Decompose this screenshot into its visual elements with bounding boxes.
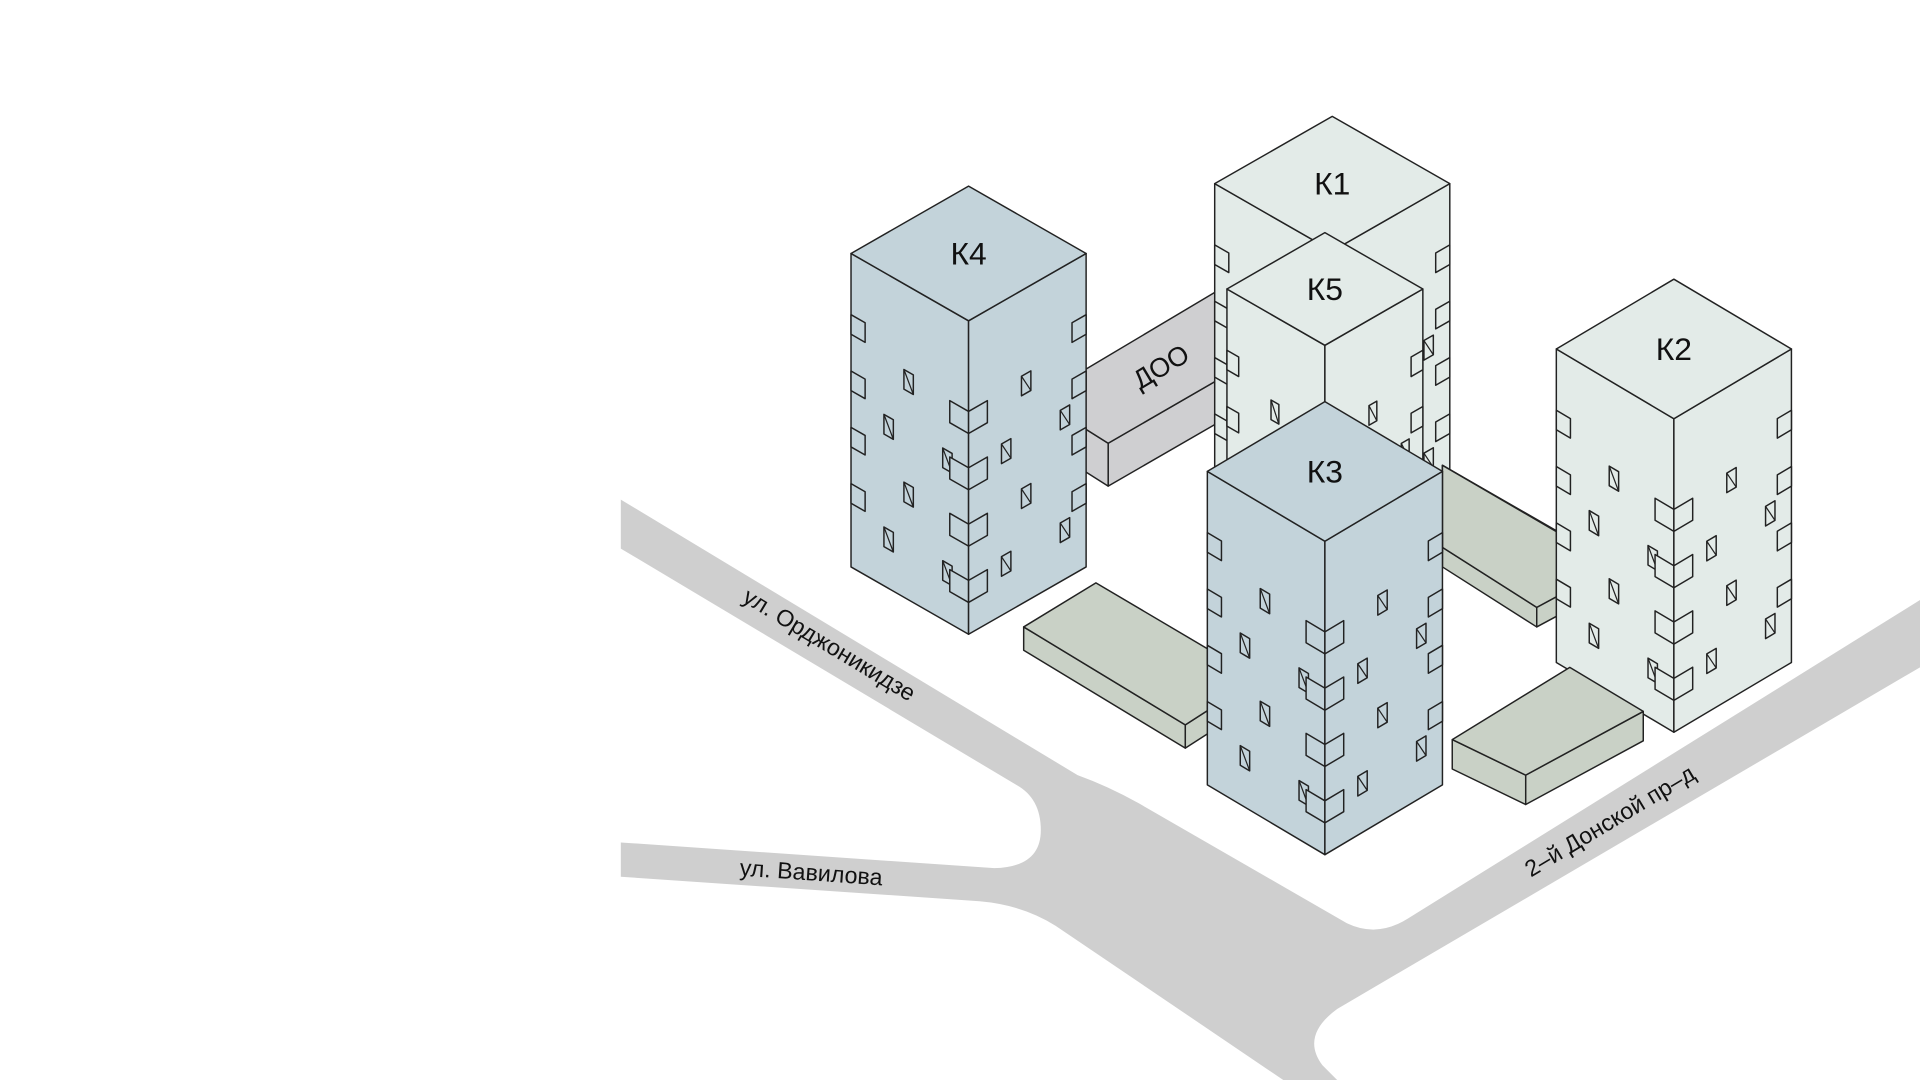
balcony-notch [1427, 700, 1444, 731]
balcony-notch [1555, 409, 1572, 439]
window-diagonal [1259, 700, 1271, 727]
balcony-notch [1555, 578, 1572, 608]
balcony-notch [1555, 465, 1572, 496]
balcony-notch [1226, 405, 1240, 434]
window-diagonal [1765, 618, 1776, 634]
loggia [967, 568, 989, 604]
loggia [967, 456, 989, 491]
building-roof [1206, 400, 1444, 542]
building-label-k2: К2 [1656, 331, 1692, 367]
window-diagonal [1020, 375, 1032, 391]
window-diagonal [903, 369, 914, 395]
loggia [1324, 676, 1345, 711]
balcony-notch [1206, 644, 1223, 675]
pad-top-face [1441, 464, 1570, 609]
window-diagonal [1423, 340, 1434, 356]
window-diagonal [1357, 663, 1368, 679]
balcony-notch [1410, 405, 1424, 434]
window-diagonal [1377, 595, 1388, 610]
balcony-notch [1071, 426, 1087, 456]
balcony-notch [1776, 522, 1793, 552]
building-roof [1555, 278, 1793, 420]
balcony-notch [1206, 531, 1223, 562]
window-diagonal [1357, 776, 1368, 791]
balcony-notch [1434, 244, 1451, 274]
window-diagonal [883, 414, 894, 440]
balcony-notch [1434, 300, 1451, 330]
window-diagonal [1368, 405, 1378, 422]
balcony-notch [1776, 409, 1793, 439]
loggia [967, 512, 989, 547]
balcony-notch [1206, 588, 1223, 618]
balcony-notch [850, 313, 866, 344]
balcony-notch [1776, 465, 1793, 496]
balcony-notch [1206, 700, 1223, 731]
building-roof [1226, 231, 1424, 347]
window-diagonal [1000, 556, 1012, 572]
window-diagonal [1416, 741, 1427, 756]
window-diagonal [1588, 623, 1600, 649]
loggia [1673, 497, 1694, 533]
loggia [1324, 619, 1345, 655]
window-diagonal [1239, 632, 1251, 659]
window-diagonal [883, 526, 894, 553]
balcony-notch [1213, 244, 1230, 274]
building-label-k4: К4 [950, 235, 986, 271]
street-label-ordzhonikidze: ул. Орджоникидзе [739, 583, 920, 706]
building-k2: К2 [1555, 278, 1793, 733]
window-diagonal [1706, 653, 1717, 669]
pad-south [1451, 666, 1644, 806]
balcony-notch [850, 370, 866, 400]
window-diagonal [1059, 409, 1071, 425]
window-diagonal [1020, 488, 1032, 504]
building-k4: К4 [850, 185, 1087, 636]
balcony-notch [1226, 349, 1240, 378]
loggia [967, 399, 989, 435]
loggia [1324, 788, 1345, 824]
window-diagonal [1270, 399, 1280, 425]
window-diagonal [903, 481, 914, 508]
window-diagonal [1706, 540, 1717, 556]
window-diagonal [1608, 465, 1620, 492]
window-diagonal [1588, 510, 1600, 536]
loggia [1324, 732, 1345, 768]
balcony-notch [1434, 356, 1451, 386]
window-diagonal [1259, 588, 1271, 614]
building-roof [850, 185, 1087, 322]
balcony-notch [1434, 413, 1451, 443]
window-diagonal [1608, 578, 1620, 605]
loggia [1673, 553, 1694, 589]
balcony-notch [1410, 349, 1424, 378]
window-diagonal [1765, 506, 1776, 521]
window-diagonal [1726, 472, 1737, 488]
building-kindergarten: ДОО [1084, 289, 1220, 487]
window-diagonal [1059, 522, 1071, 538]
balcony-notch [1555, 522, 1572, 552]
window-diagonal [1000, 443, 1012, 459]
loggia [1673, 610, 1694, 645]
balcony-notch [850, 426, 866, 456]
building-label-k5: К5 [1307, 271, 1343, 307]
window-diagonal [1726, 585, 1737, 601]
balcony-notch [850, 482, 866, 513]
building-label-k3: К3 [1307, 453, 1343, 489]
balcony-notch [1427, 644, 1444, 675]
balcony-notch [1071, 482, 1087, 513]
building-label-k1: К1 [1314, 166, 1350, 202]
window-diagonal [1416, 628, 1427, 644]
road-network [620, 499, 1920, 1080]
building-k3: К3 [1206, 400, 1444, 856]
balcony-notch [1776, 578, 1793, 608]
window-diagonal [1239, 745, 1251, 772]
loggia [1673, 666, 1694, 702]
balcony-notch [1427, 531, 1444, 562]
balcony-notch [1071, 313, 1087, 344]
balcony-notch [1427, 588, 1444, 618]
pad-east-block [1441, 464, 1570, 628]
balcony-notch [1071, 370, 1087, 400]
window-diagonal [1377, 707, 1388, 723]
pad-top-face [1451, 666, 1644, 776]
